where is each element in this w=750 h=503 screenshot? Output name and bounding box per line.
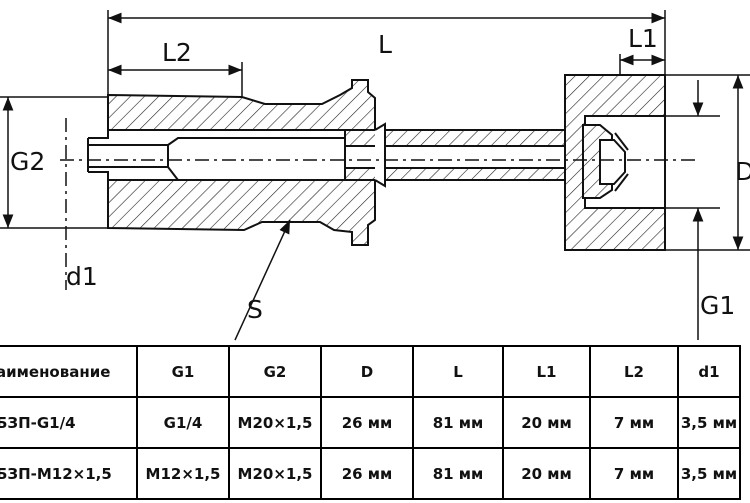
label-G2: G2 — [10, 147, 45, 176]
adapter-body — [87, 79, 376, 246]
cell-name: БЗП-G1/4 — [0, 396, 138, 449]
nut — [564, 74, 666, 251]
header-g2: G2 — [228, 345, 322, 398]
header-d: D — [320, 345, 414, 398]
label-S: S — [247, 295, 263, 324]
label-L: L — [378, 30, 392, 59]
bore — [87, 137, 351, 181]
header-l: L — [412, 345, 504, 398]
technical-drawing: L L2 L1 G2 D d1 S G1 — [0, 10, 750, 341]
cell-d: 26 мм — [320, 447, 414, 500]
tube — [344, 122, 586, 188]
header-l2: L2 — [589, 345, 679, 398]
header-l1: L1 — [502, 345, 591, 398]
cell-d1: 3,5 мм — [677, 396, 741, 449]
table-header-row: аименование G1 G2 D L L1 L2 d1 — [0, 345, 741, 398]
cell-l1: 20 мм — [502, 396, 591, 449]
cell-g1: G1/4 — [136, 396, 230, 449]
label-L2: L2 — [162, 38, 192, 67]
specification-table: аименование G1 G2 D L L1 L2 d1 БЗП-G1/4 … — [0, 345, 741, 500]
header-name: аименование — [0, 345, 138, 398]
cell-l: 81 мм — [412, 396, 504, 449]
cell-name: БЗП-M12×1,5 — [0, 447, 138, 500]
label-G1: G1 — [700, 291, 735, 320]
dimensions — [0, 10, 750, 341]
header-d1: d1 — [677, 345, 741, 398]
cell-l2: 7 мм — [589, 447, 679, 500]
label-D: D — [735, 157, 750, 186]
header-g1: G1 — [136, 345, 230, 398]
cell-d: 26 мм — [320, 396, 414, 449]
cell-g2: M20×1,5 — [228, 396, 322, 449]
cell-l2: 7 мм — [589, 396, 679, 449]
cell-l: 81 мм — [412, 447, 504, 500]
label-L1: L1 — [628, 24, 658, 53]
cell-g2: M20×1,5 — [228, 447, 322, 500]
label-d1: d1 — [66, 262, 98, 291]
cell-l1: 20 мм — [502, 447, 591, 500]
table-row: БЗП-G1/4 G1/4 M20×1,5 26 мм 81 мм 20 мм … — [0, 396, 741, 449]
table-row: БЗП-M12×1,5 M12×1,5 M20×1,5 26 мм 81 мм … — [0, 447, 741, 500]
cell-g1: M12×1,5 — [136, 447, 230, 500]
cell-d1: 3,5 мм — [677, 447, 741, 500]
